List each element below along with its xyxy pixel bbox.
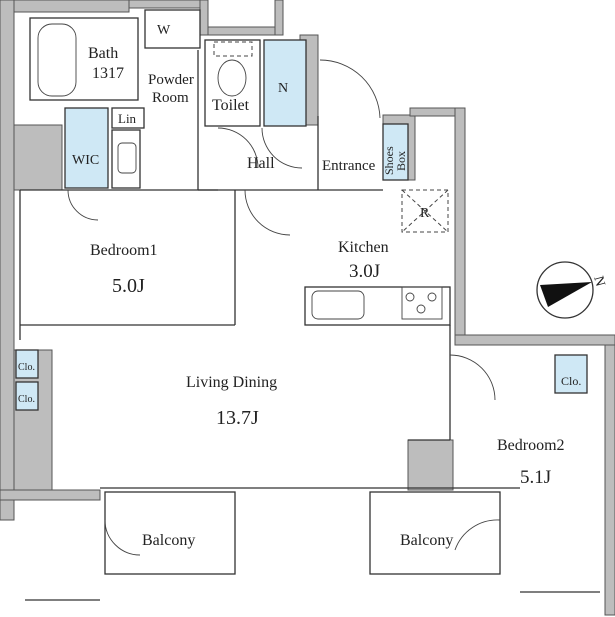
powder-room-label-line1: Powder <box>148 72 194 88</box>
shoes-box-label-line2: Box <box>394 151 408 171</box>
closet-left-2-label: Clo. <box>18 394 35 405</box>
n-storage-label: N <box>278 81 288 96</box>
bedroom1-label: Bedroom1 <box>90 242 158 259</box>
living-dining-size-label: 13.7J <box>216 407 259 429</box>
refrigerator-label: R <box>420 206 430 221</box>
powder-room-label-line2: Room <box>152 90 189 106</box>
balcony-right-label: Balcony <box>400 532 453 549</box>
living-dining-label: Living Dining <box>186 374 277 391</box>
balcony-left-label: Balcony <box>142 532 195 549</box>
linen-label: Lin <box>118 111 137 126</box>
wic-label: WIC <box>72 153 99 168</box>
door-swings <box>67 59 501 556</box>
bedroom2-label: Bedroom2 <box>497 437 565 454</box>
toilet-label: Toilet <box>212 97 250 114</box>
shoes-box-label-line1: Shoes <box>382 146 396 175</box>
closet-bedroom2-label: Clo. <box>561 374 581 388</box>
hall-label: Hall <box>247 155 275 172</box>
kitchen-label: Kitchen <box>338 239 389 256</box>
bath-label: Bath <box>88 45 118 62</box>
compass-north-label: N <box>590 275 607 289</box>
kitchen-size-label: 3.0J <box>349 261 380 282</box>
entrance-label: Entrance <box>322 158 376 174</box>
bath-size-label: 1317 <box>92 65 124 82</box>
bedroom1-size-label: 5.0J <box>112 275 145 297</box>
washer-label: W <box>157 23 171 38</box>
closet-left-1-label: Clo. <box>18 362 35 373</box>
compass-icon: N <box>536 261 607 319</box>
room-outlines <box>15 9 600 601</box>
bedroom2-size-label: 5.1J <box>520 467 551 488</box>
